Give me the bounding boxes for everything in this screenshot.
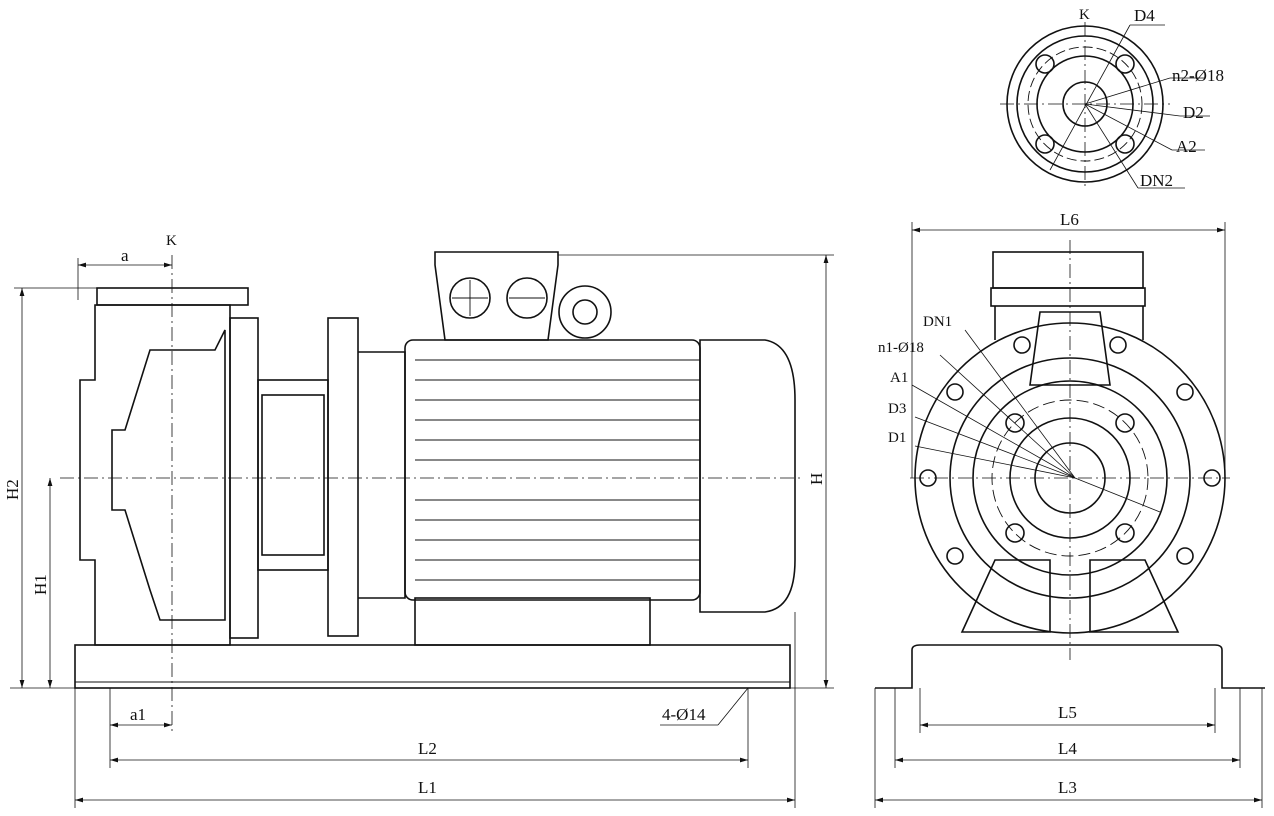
- label-a1: a1: [130, 705, 146, 724]
- label-l1: L1: [418, 778, 437, 797]
- label-holes: 4-Ø14: [662, 705, 706, 724]
- label-dn1: DN1: [923, 314, 952, 330]
- outlet-flange-view: K D4 n2-Ø18 D2 A2 DN2: [1000, 6, 1224, 190]
- motor-fins: [415, 359, 700, 581]
- label-k: K: [166, 233, 177, 249]
- label-dn2: DN2: [1140, 171, 1173, 190]
- label-l2: L2: [418, 739, 437, 758]
- side-view-dimensions: a K H2 H1 H a1 L2 L1 4-Ø14: [3, 233, 834, 808]
- label-n2: n2-Ø18: [1172, 66, 1224, 85]
- label-a2: A2: [1176, 137, 1197, 156]
- label-d4: D4: [1134, 6, 1155, 25]
- label-h: H: [807, 473, 826, 485]
- label-l6: L6: [1060, 210, 1079, 229]
- label-d2: D2: [1183, 103, 1204, 122]
- label-h2: H2: [3, 479, 22, 500]
- label-l3: L3: [1058, 778, 1077, 797]
- label-h1: H1: [31, 574, 50, 595]
- label-l4: L4: [1058, 739, 1077, 758]
- label-l5: L5: [1058, 703, 1077, 722]
- label-a1-end: A1: [890, 370, 908, 386]
- side-view: [60, 251, 800, 735]
- label-n1: n1-Ø18: [878, 340, 924, 356]
- end-view-dimensions: L6 L5 L4 L3: [874, 210, 1263, 808]
- label-k-top: K: [1079, 7, 1090, 23]
- end-view: DN1 n1-Ø18 A1 D3 D1: [875, 240, 1265, 689]
- label-d1: D1: [888, 430, 906, 446]
- label-a: a: [121, 246, 129, 265]
- label-d3: D3: [888, 401, 906, 417]
